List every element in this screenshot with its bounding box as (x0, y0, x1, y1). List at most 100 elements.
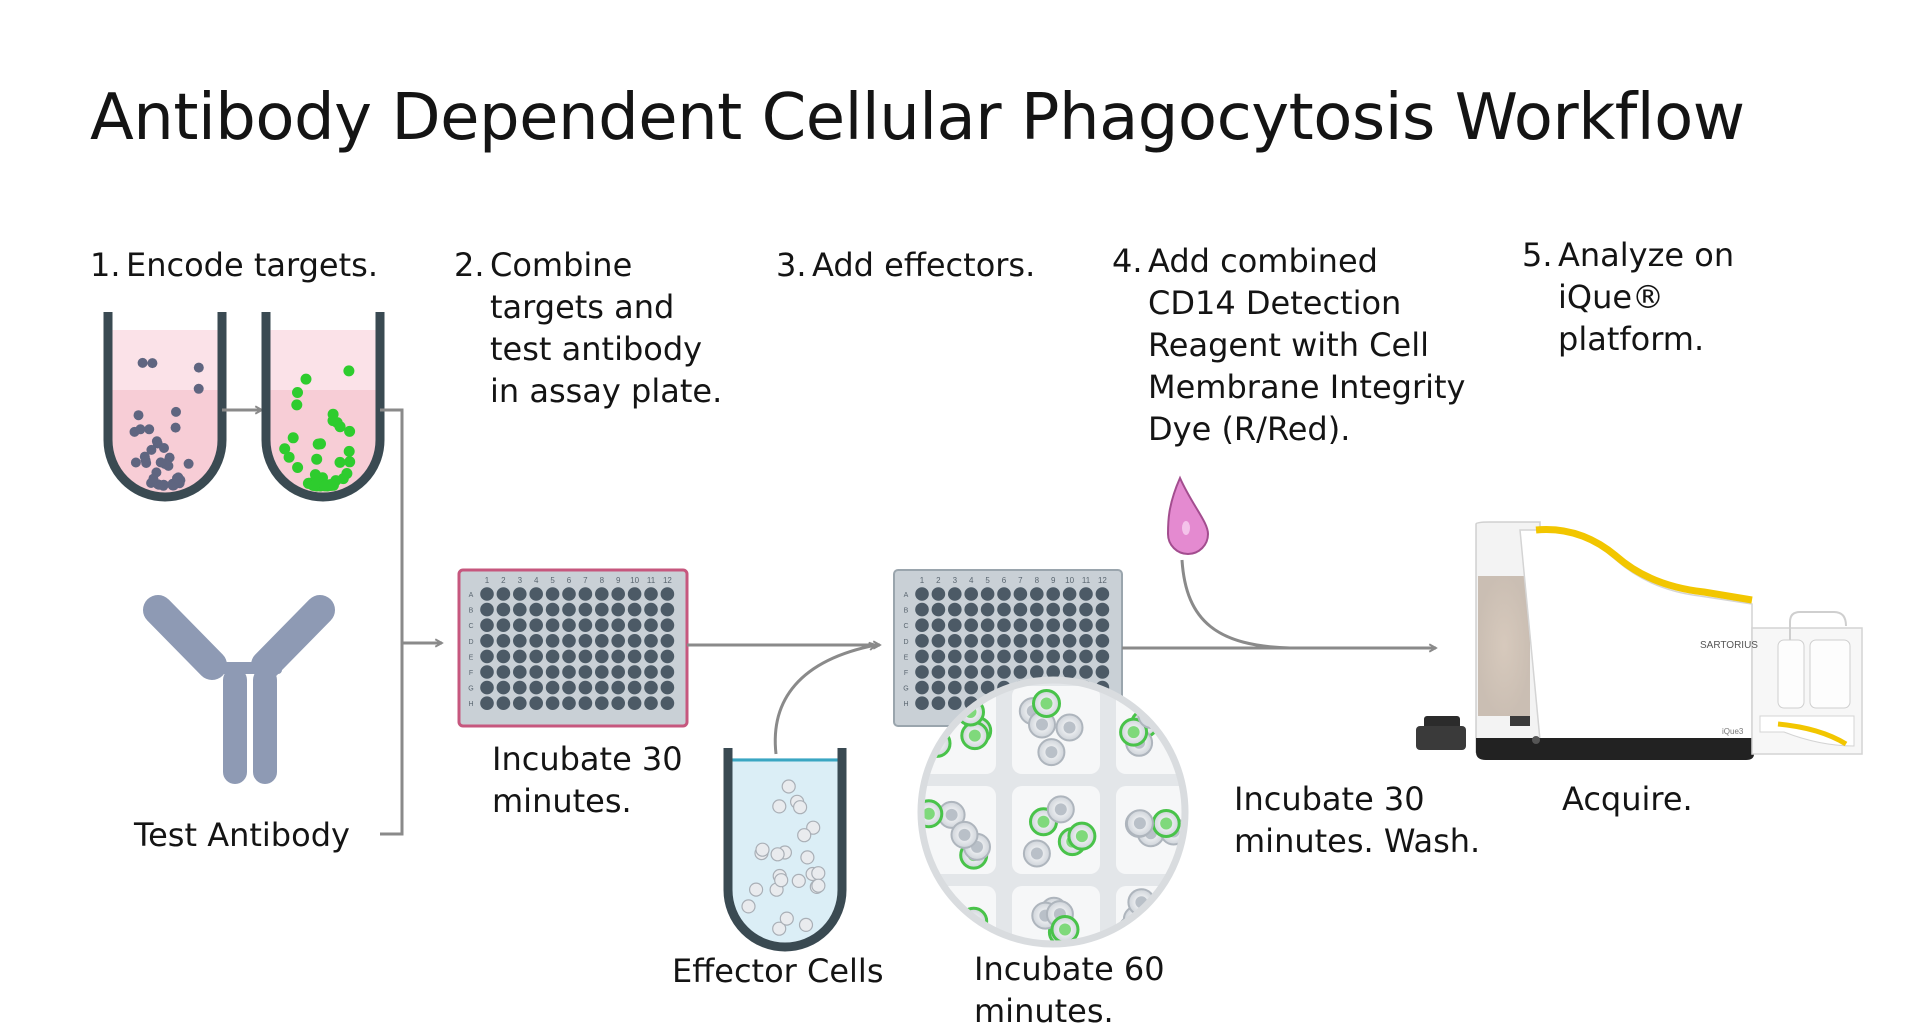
plate-well (545, 680, 560, 695)
plate-well (1062, 587, 1077, 601)
effector-cell-dot (797, 828, 812, 843)
plate-well (595, 696, 609, 710)
plate-col-label: 7 (1018, 576, 1023, 585)
plate-well (627, 587, 642, 601)
plate-well (1079, 618, 1093, 632)
cell-dot (193, 362, 204, 373)
step-2-number: 2. (454, 246, 485, 284)
plate-well (931, 680, 946, 695)
instrument-brand-label: SARTORIUS (1700, 640, 1758, 651)
plate-well (931, 634, 946, 648)
effector-cell-dot (741, 899, 756, 914)
plate-well (496, 665, 511, 679)
plate-row-label: C (468, 623, 473, 630)
plate-well (997, 634, 1011, 648)
plate-well (595, 587, 609, 601)
plate-well (513, 665, 527, 679)
plate-well (611, 634, 625, 648)
plate-well (1013, 665, 1028, 679)
effector-cell-dot (774, 873, 789, 888)
plate-row-label: H (468, 701, 473, 708)
plate-well (644, 587, 658, 601)
plate-well (1013, 602, 1028, 617)
cell-dot (292, 387, 303, 398)
plate-well (660, 696, 675, 710)
target-tube-icon (103, 300, 227, 502)
effector-cell-dot (772, 799, 787, 814)
cell-nucleus (945, 808, 958, 821)
acquire-label: Acquire. (1562, 780, 1693, 818)
cell-dot (283, 451, 295, 463)
plate-well (529, 665, 543, 679)
cell-dot (172, 473, 182, 484)
cell-nucleus (960, 948, 972, 960)
plate-well (1095, 665, 1110, 679)
cell-dot (343, 365, 355, 377)
plate-well (513, 618, 527, 632)
plate-well (627, 634, 642, 648)
plate-well (964, 680, 978, 695)
plate-well (660, 602, 675, 617)
effector-tube-icon (723, 748, 847, 952)
plate-row-label: G (468, 686, 473, 693)
effector-cell-dot (772, 921, 787, 936)
reagent-arrow (1180, 559, 1291, 650)
plate-well (644, 618, 658, 632)
plate-col-label: 9 (616, 576, 621, 585)
plate-well (1030, 665, 1044, 679)
plate-well (964, 618, 978, 632)
plate-well (529, 587, 543, 601)
effector-cell-dot (755, 842, 770, 857)
plate-well (1095, 634, 1110, 648)
incubate-30-wash-label: Incubate 30 minutes. Wash. (1234, 780, 1481, 860)
plate-well (480, 634, 494, 648)
cell-dot (315, 438, 326, 450)
plate-well (627, 618, 642, 632)
plate-well (595, 665, 609, 679)
plate-well (529, 618, 543, 632)
plate-col-label: 4 (969, 576, 974, 585)
plate-col-label: 2 (501, 576, 506, 585)
plate-well (611, 602, 625, 617)
plate-well (1046, 634, 1060, 648)
plate-well (480, 602, 494, 617)
plate-well (1046, 649, 1060, 664)
plate-well (1062, 634, 1077, 648)
plate-well (997, 602, 1011, 617)
cell-nucleus (1133, 817, 1146, 830)
plate-well (1030, 587, 1044, 601)
cell-nucleus (1160, 817, 1173, 830)
plate-well (578, 680, 593, 695)
cell-nucleus (1126, 923, 1138, 936)
cell-nucleus (968, 729, 981, 742)
antibody-icon (143, 595, 335, 784)
plate-well (1079, 649, 1093, 664)
plate-well (660, 634, 675, 648)
cell-dot (319, 480, 331, 492)
plate-well (480, 618, 494, 632)
plate-well (948, 587, 962, 601)
plate-col-label: 10 (1065, 576, 1074, 585)
reagent-droplet-icon (1166, 475, 1210, 555)
plate-well (595, 618, 609, 632)
plate-col-label: 8 (1035, 576, 1040, 585)
plate-well (1013, 618, 1028, 632)
plate-well (529, 649, 543, 664)
plate-well (562, 665, 576, 679)
plate-col-label: 9 (1051, 576, 1056, 585)
plate-well (513, 587, 527, 601)
plate-well (529, 634, 543, 648)
cell-dot (158, 480, 169, 491)
effector-cell-dot (800, 850, 815, 865)
plate-well (496, 602, 511, 617)
plate-well (1062, 602, 1077, 617)
plate-well (1079, 665, 1093, 679)
plate-well (948, 634, 962, 648)
plate-well (1013, 649, 1028, 664)
cell-dot (311, 453, 323, 465)
step-5-text: Analyze on iQue® platform. (1558, 236, 1735, 358)
plate-well (980, 618, 995, 632)
plate-well (915, 602, 929, 617)
plate-well (496, 680, 511, 695)
plate-well (644, 602, 658, 617)
